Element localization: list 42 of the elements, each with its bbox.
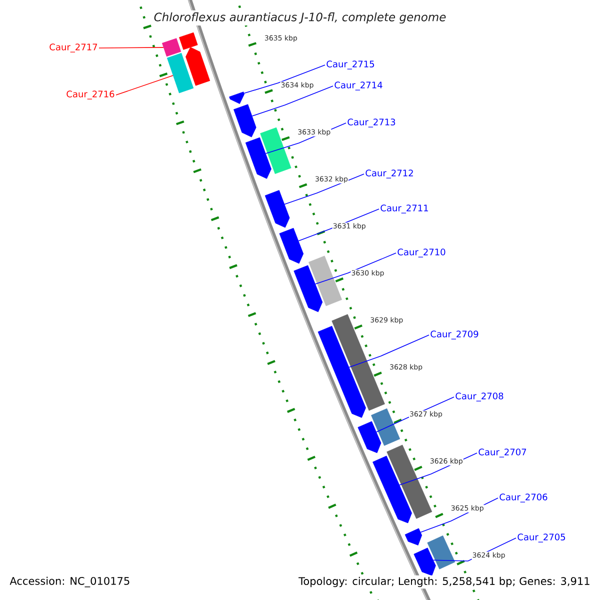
gene-block (229, 92, 244, 104)
gene-block (358, 421, 382, 454)
gene-bar (308, 256, 342, 306)
gene-block (372, 456, 412, 524)
leader-line (315, 252, 396, 284)
gene-label: Caur_2708 (456, 392, 504, 402)
gene-label: Caur_2716 (66, 90, 114, 100)
title: Chloroflexus aurantiacus J-10-fl, complete genome (152, 10, 448, 26)
gene-label: Caur_2705 (518, 534, 566, 542)
gene-label: Caur_2717 (50, 44, 98, 52)
gene-bar (179, 32, 198, 50)
gene-block (318, 326, 366, 418)
gene-bar (166, 52, 194, 94)
gene-label: Caur_2710 (398, 248, 446, 258)
gene-label: Caur_2707 (478, 448, 526, 458)
gene-bar (260, 127, 292, 174)
leader-line (284, 174, 364, 205)
gene-block (279, 228, 304, 264)
gene-label: Caur_2712 (366, 170, 413, 178)
leader-line (252, 86, 334, 116)
gene-block (294, 265, 323, 312)
gene-label: Caur_2715 (326, 60, 374, 70)
gene-block (234, 104, 256, 138)
gene-block (414, 548, 436, 576)
gene-block (404, 528, 422, 546)
leader-line (244, 64, 326, 94)
gene-label: Caur_2713 (348, 118, 396, 128)
leader-line (98, 47, 164, 48)
accession-text: Accession: NC_010175 (8, 575, 132, 589)
gene-label: Caur_2706 (500, 494, 548, 502)
leader-line (348, 334, 430, 368)
gene-label: Caur_2709 (430, 330, 478, 340)
gene-bar (386, 444, 432, 519)
gene-bar (427, 535, 456, 570)
gene-bar (371, 408, 400, 446)
gene-block (245, 137, 272, 179)
genome-summary-text: Topology: circular; Length: 5,258,541 bp; Genes: 3,911 (297, 575, 592, 589)
gene-block (264, 190, 290, 228)
leader-line (116, 75, 174, 96)
gene-label: Caur_2714 (334, 82, 382, 90)
gene-label: Caur_2711 (380, 204, 428, 214)
gene-bar (162, 38, 182, 57)
